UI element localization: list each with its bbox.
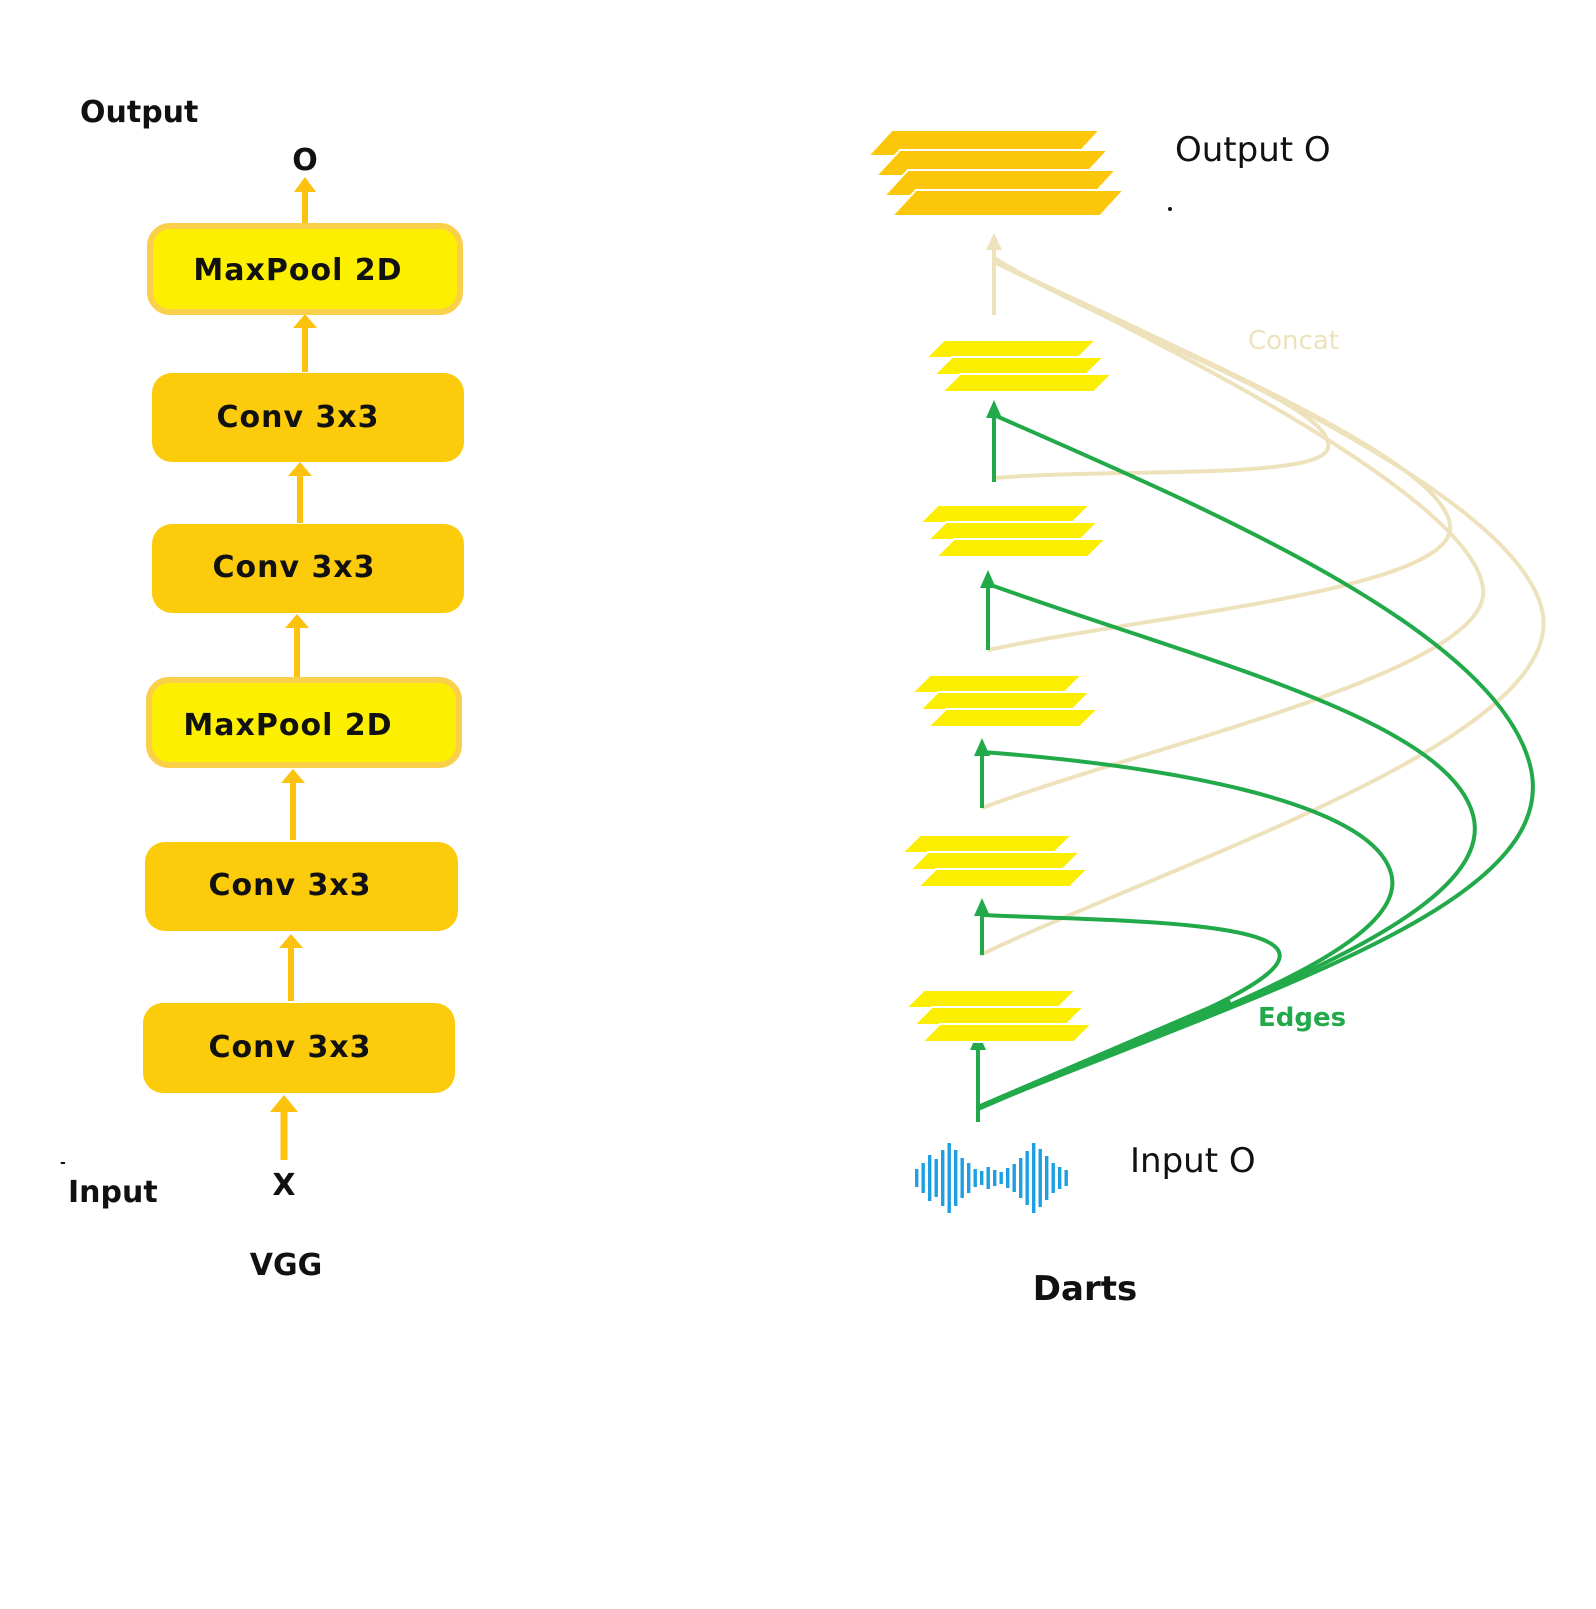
waveform-bar — [999, 1172, 1003, 1184]
intermediate-node-stack — [917, 504, 1109, 558]
feature-map-layer — [925, 521, 1101, 541]
vgg-caption: VGG — [250, 1248, 322, 1283]
arrow-head-icon — [279, 934, 303, 948]
arrow-head-icon — [293, 314, 317, 328]
vgg-block-conv-1: Conv 3x3 — [143, 1003, 455, 1093]
vgg-block-conv-4: Conv 3x3 — [152, 373, 464, 462]
edge-bundle — [976, 997, 1232, 1111]
vgg-output-label: Output — [80, 95, 198, 130]
intermediate-node-stack — [903, 989, 1095, 1043]
waveform-bar — [1045, 1156, 1049, 1200]
feature-map-layer — [919, 1023, 1095, 1043]
feature-map-layer — [903, 989, 1079, 1009]
waveform-bar — [960, 1158, 964, 1198]
edge-curves — [970, 400, 1535, 1122]
feature-map-layer — [939, 373, 1115, 393]
concat-curve-2 — [981, 260, 1486, 810]
feature-map-layer — [899, 834, 1075, 854]
waveform-bar — [986, 1167, 990, 1189]
stray-tick: - — [60, 1155, 66, 1171]
waveform-icon — [915, 1143, 1068, 1213]
feature-map-layer — [923, 339, 1099, 359]
concat-label: Concat — [1248, 326, 1339, 356]
edge-curve-4 — [977, 413, 1535, 1110]
stray-dot — [1168, 207, 1172, 211]
block-label: Conv 3x3 — [208, 868, 371, 903]
waveform-bar — [993, 1170, 997, 1186]
block-label: MaxPool 2D — [193, 253, 402, 288]
edges-label: Edges — [1258, 1003, 1346, 1033]
waveform-bar — [934, 1159, 938, 1197]
vgg-block-conv-2: Conv 3x3 — [145, 842, 458, 931]
waveform-bar — [1019, 1158, 1023, 1198]
vgg-input-symbol: X — [272, 1168, 295, 1203]
output-layer-stack — [865, 129, 1127, 217]
waveform-bar — [1058, 1167, 1062, 1189]
intermediate-node-stack — [899, 834, 1091, 888]
feature-map-layer — [907, 851, 1083, 871]
concat-curve-1 — [979, 260, 1546, 957]
arrow-head-icon — [288, 462, 312, 476]
vgg-diagram: Output O MaxPool 2D Conv 3x3 — [60, 95, 464, 1283]
waveform-bar — [954, 1150, 958, 1206]
vgg-input-label: Input — [68, 1175, 158, 1210]
waveform-bar — [1025, 1151, 1029, 1205]
darts-output-label: Output O — [1175, 130, 1331, 170]
vgg-output-symbol: O — [292, 143, 318, 178]
waveform-bar — [928, 1155, 932, 1201]
darts-input-label: Input O — [1130, 1141, 1256, 1181]
waveform-bar — [967, 1163, 971, 1193]
arrow-head-icon — [270, 1095, 298, 1112]
waveform-bar — [1064, 1170, 1068, 1186]
feature-map-layer — [915, 868, 1091, 888]
arrow-head-icon — [974, 898, 990, 916]
feature-map-layer — [911, 1006, 1087, 1026]
arrow-head-icon — [986, 233, 1002, 250]
waveform-bar — [973, 1169, 977, 1187]
waveform-bar — [915, 1169, 919, 1187]
darts-diagram: Output O Concat Edges Input O Darts — [865, 129, 1546, 1309]
block-label: Conv 3x3 — [208, 1030, 371, 1065]
vgg-block-maxpool-bottom: MaxPool 2D — [146, 677, 462, 768]
feature-map-layer — [909, 674, 1085, 694]
darts-caption: Darts — [1033, 1269, 1137, 1309]
waveform-bar — [1051, 1163, 1055, 1193]
feature-map-layer — [889, 189, 1127, 217]
feature-map-layer — [917, 691, 1093, 711]
block-label: MaxPool 2D — [183, 708, 392, 743]
waveform-bar — [1032, 1143, 1036, 1213]
feature-map-layer — [933, 538, 1109, 558]
intermediate-node-stack — [909, 674, 1101, 728]
waveform-bar — [1006, 1168, 1010, 1188]
waveform-bar — [921, 1163, 925, 1193]
feature-map-layer — [925, 708, 1101, 728]
arrow-head-icon — [281, 769, 305, 783]
layer-stacks — [865, 129, 1127, 1043]
vgg-block-conv-3: Conv 3x3 — [152, 524, 464, 613]
waveform-bar — [941, 1150, 945, 1206]
arrow-head-icon — [285, 614, 309, 628]
waveform-bar — [1012, 1164, 1016, 1192]
vgg-block-maxpool-top: MaxPool 2D — [147, 223, 463, 315]
arrow-head-icon — [986, 400, 1002, 418]
vgg-arrows — [270, 177, 317, 1160]
feature-map-layer — [917, 504, 1093, 524]
waveform-bar — [980, 1171, 984, 1185]
feature-map-layer — [931, 356, 1107, 376]
arrow-head-icon — [294, 177, 316, 192]
block-label: Conv 3x3 — [212, 550, 375, 585]
block-label: Conv 3x3 — [216, 400, 379, 435]
waveform-bar — [1038, 1149, 1042, 1207]
concat-curves — [979, 233, 1546, 957]
waveform-bar — [947, 1143, 951, 1213]
intermediate-node-stack — [923, 339, 1115, 393]
